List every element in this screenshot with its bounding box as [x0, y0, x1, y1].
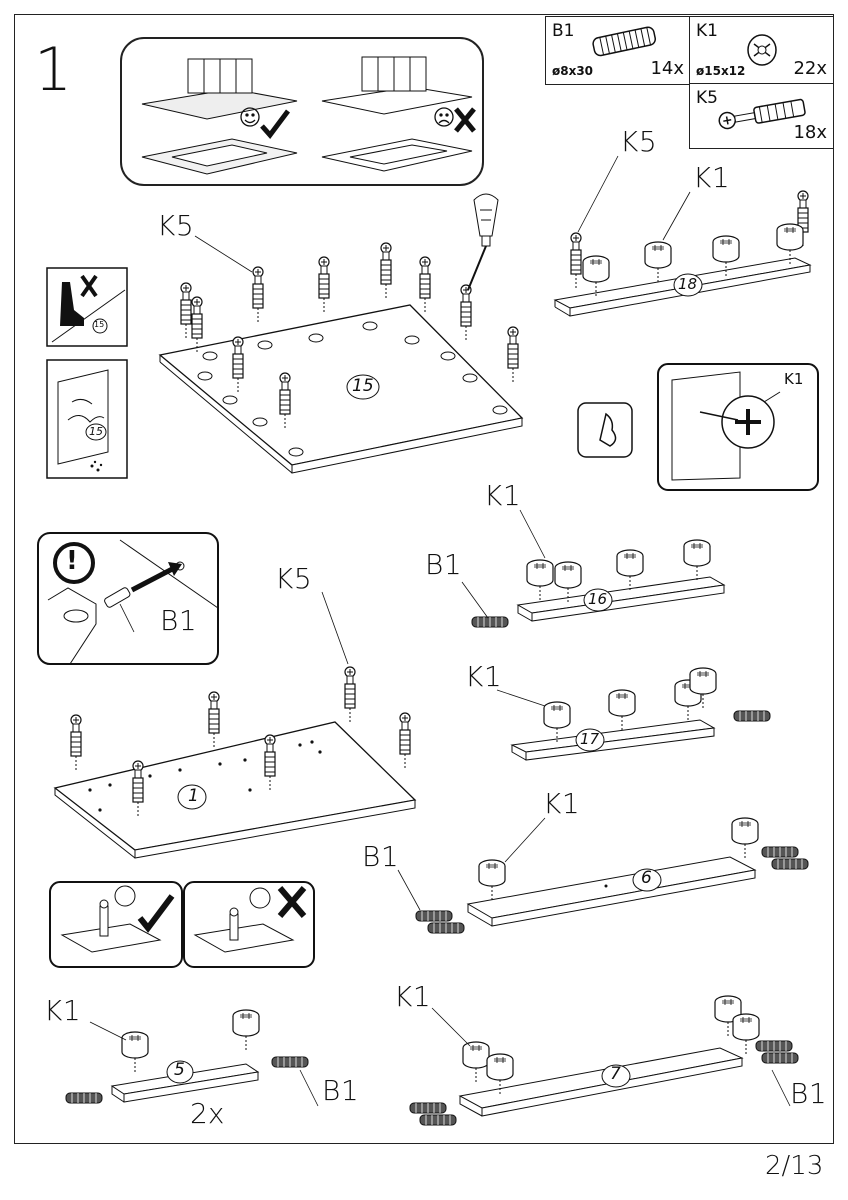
page-number: 2/13	[765, 1151, 824, 1181]
cam-bolt-icon	[718, 98, 806, 130]
panel-number-5: 5	[174, 1060, 185, 1080]
sad-face-icon	[434, 107, 454, 127]
panel-17	[510, 719, 716, 761]
callout-b1-panel16: B1	[425, 548, 463, 581]
callout-k1-panel17: K1	[465, 660, 503, 693]
happy-face-icon	[240, 107, 260, 127]
screwdriver-icon	[467, 193, 499, 291]
callout-b1-panel6: B1	[362, 840, 400, 873]
dowel-icon	[592, 26, 657, 57]
callout-k1: K1	[693, 161, 731, 194]
panel-1	[53, 721, 417, 859]
part-code: B1	[552, 21, 575, 41]
part-code: K5	[696, 88, 718, 108]
panel-number-1: 1	[188, 786, 199, 806]
callout-k1-panel6: K1	[543, 787, 581, 820]
page-frame	[14, 14, 834, 1144]
panel-number-7: 7	[610, 1064, 621, 1084]
cam-lock-icon	[747, 34, 777, 66]
callout-k5-panel15: K5	[157, 209, 195, 242]
panel-number-18: 18	[678, 275, 698, 293]
floor-illustration	[141, 56, 476, 175]
panel-number-16: 16	[588, 590, 608, 608]
callout-k1-detail: K1	[784, 370, 804, 388]
part-quantity: 22x	[793, 58, 827, 79]
cross-icon	[454, 107, 476, 133]
callout-b1-panel7: B1	[790, 1077, 828, 1110]
part-dimension: ø8x30	[552, 64, 594, 78]
callout-b1-warning: B1	[160, 604, 198, 637]
multiplier-panel5: 2x	[190, 1097, 225, 1130]
panel-16	[516, 576, 726, 622]
panel-number-15: 15	[352, 376, 374, 396]
part-quantity: 14x	[650, 58, 684, 79]
part-cell-k5: K5 18x	[689, 83, 834, 149]
part-cell-b1: B1 ø8x30 14x	[545, 16, 691, 85]
panel-number-6: 6	[641, 868, 652, 888]
panel-6	[466, 856, 757, 927]
check-icon	[260, 109, 290, 139]
panel-number-17: 17	[580, 730, 600, 748]
warning-icon: !	[66, 546, 78, 576]
callout-k5-panel1: K5	[275, 562, 313, 595]
panel-15	[158, 304, 524, 474]
part-dimension: ø15x12	[696, 64, 746, 78]
part-quantity: 18x	[793, 122, 827, 143]
callout-k5: K5	[620, 125, 658, 158]
callout-k1-panel5: K1	[44, 994, 82, 1027]
part-code: K1	[696, 21, 718, 41]
callout-k1-panel16: K1	[484, 479, 522, 512]
floor-protection-panel	[120, 37, 484, 186]
panel-number-15-scratch: 15	[89, 425, 103, 438]
care-icon	[577, 402, 633, 458]
callout-k1-panel7: K1	[394, 980, 432, 1013]
panel-number-15-shoe: 15	[94, 320, 105, 329]
callout-b1-panel5: B1	[322, 1074, 360, 1107]
step-number: 1	[34, 35, 73, 105]
